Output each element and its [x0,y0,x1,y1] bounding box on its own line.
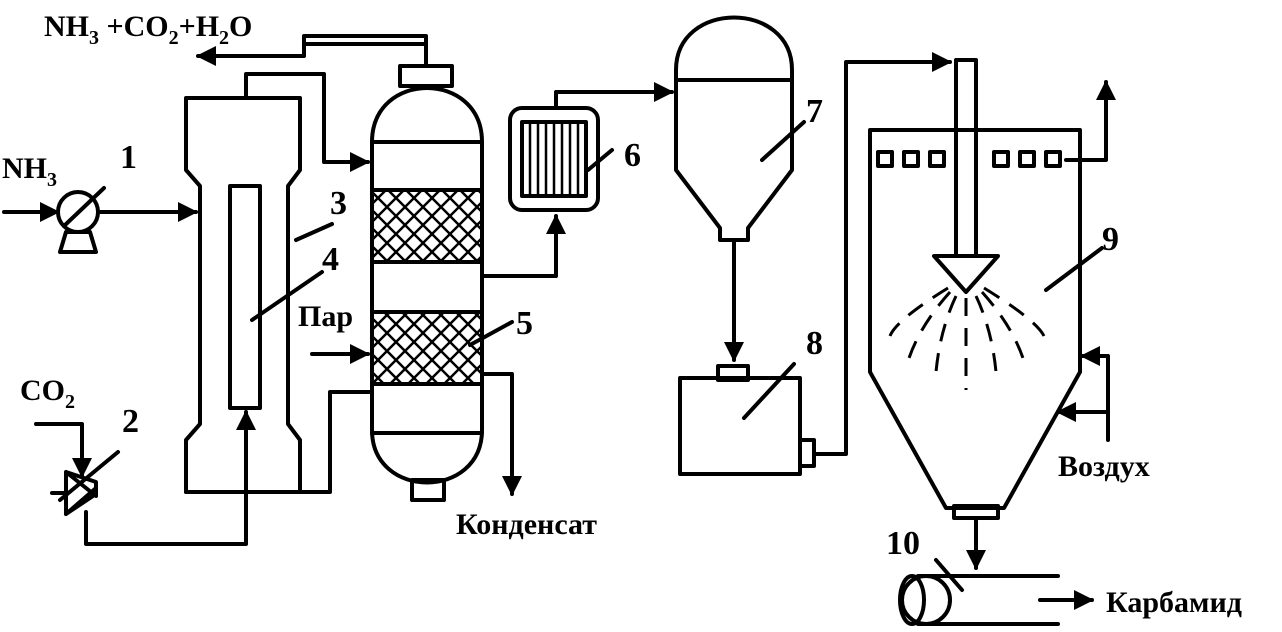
number-2: 2 [122,403,139,440]
number-9: 9 [1102,221,1119,258]
tower-exhaust-line [1064,80,1116,162]
number-3: 3 [330,185,347,222]
condenser-6 [508,106,614,212]
co2-feed-line [34,422,92,478]
co2-to-column-line [84,410,256,546]
condensate-line [480,372,522,496]
pump-1 [56,186,106,254]
conveyor-10 [898,558,1060,626]
number-7: 7 [806,93,823,130]
number-8: 8 [806,325,823,362]
inner-tube-4 [228,184,324,410]
air-inlet-line [1080,346,1110,442]
air-label: Воздух [1058,450,1150,483]
to-condenser-line [480,214,566,278]
top-transfer-line [244,72,370,172]
condenser-to-separator-line [554,82,674,110]
separator-7 [674,15,806,242]
number-10: 10 [886,525,920,562]
compressor-2 [50,450,120,516]
number-5: 5 [516,305,533,342]
steam-label: Пар [298,300,353,333]
number-4: 4 [322,241,339,278]
tank-to-tower-line [812,52,952,456]
product-label: Карбамид [1106,586,1242,619]
melt-to-column5-line [184,390,374,494]
number-6: 6 [624,137,641,174]
nh3-label: NH3 [2,152,57,191]
tank-8 [678,362,816,476]
prilling-tower-9 [868,58,1104,520]
number-1: 1 [120,139,137,176]
condensate-label: Конденсат [456,508,597,541]
offgas-label: NH3 +CO2+H2O [44,10,252,49]
distillation-column-5 [370,64,514,502]
co2-label: CO2 [20,374,75,413]
